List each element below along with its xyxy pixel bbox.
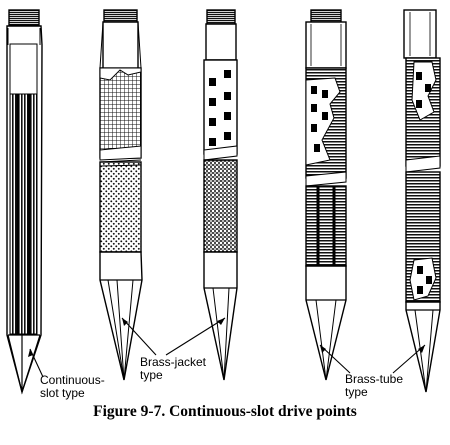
brass-tube-label: Brass-tube type [345,373,403,399]
brass-tube-drive-point-icon [403,9,441,393]
leader-line-brass-jacket-right [165,317,226,356]
continuous-slot-label-line1: Continuous- [40,373,105,387]
brass-jacket-drive-point-mesh-icon [99,9,143,381]
brass-tube-label-line1: Brass-tube [345,372,404,386]
figure-caption: Figure 9-7. Continuous-slot drive points [93,403,357,420]
brass-tube-drive-point-icon [305,9,347,381]
continuous-slot-label-line2: slot type [40,386,85,400]
continuous-slot-drive-point-icon [6,9,43,395]
brass-tube-label-line2: type [345,385,368,399]
leader-line-brass-jacket-left [121,317,157,356]
brass-jacket-label-line2: type [140,368,163,382]
continuous-slot-label: Continuous- slot type [40,374,105,400]
brass-jacket-label: Brass-jacket type [140,356,206,382]
brass-jacket-label-line1: Brass-jacket [140,355,207,369]
brass-jacket-drive-point-perforated-icon [203,9,238,381]
leader-arrowheads [28,318,425,357]
